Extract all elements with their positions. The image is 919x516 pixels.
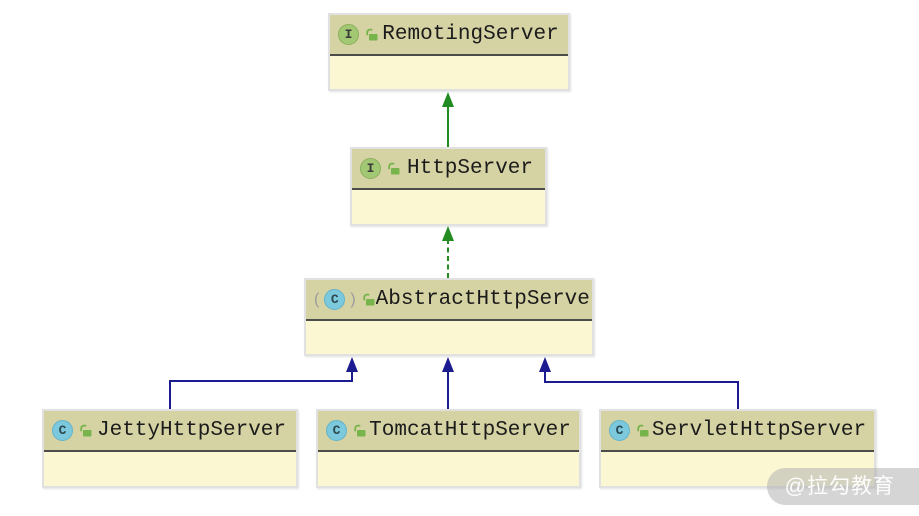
watermark-badge: @拉勾教育 bbox=[766, 468, 919, 505]
edge-extends-jettyhttpserver-abstracthttpserver bbox=[169, 357, 358, 409]
edge-extends-servlethttpserver-abstracthttpserver bbox=[539, 357, 739, 409]
node-icons: C bbox=[52, 420, 93, 441]
edge-extends-httpserver-remotingserver bbox=[442, 92, 454, 147]
node-header: I HttpServer bbox=[352, 149, 545, 190]
node-label: ServletHttpServer bbox=[651, 419, 867, 442]
node-label: HttpServer bbox=[406, 157, 534, 180]
open-lock-icon bbox=[362, 293, 375, 306]
node-body bbox=[44, 452, 296, 486]
open-lock-icon bbox=[354, 424, 366, 437]
open-lock-icon bbox=[366, 28, 378, 41]
node-header: I RemotingServer bbox=[330, 15, 568, 56]
edge-implements-abstracthttpserver-httpserver bbox=[442, 226, 454, 278]
uml-node-remotingserver[interactable]: I RemotingServer bbox=[328, 13, 570, 91]
open-lock-icon bbox=[637, 424, 649, 437]
node-label: AbstractHttpServer bbox=[375, 288, 592, 311]
interface-icon: I bbox=[360, 158, 381, 179]
class-icon: C bbox=[52, 420, 73, 441]
node-icons: I bbox=[360, 158, 401, 179]
node-label: JettyHttpServer bbox=[96, 419, 287, 442]
node-header: ( C ) AbstractHttpServer bbox=[306, 280, 592, 321]
interface-icon: I bbox=[338, 24, 359, 45]
node-header: C ServletHttpServer bbox=[601, 411, 874, 452]
uml-node-httpserver[interactable]: I HttpServer bbox=[350, 147, 547, 226]
node-icons: C bbox=[326, 420, 367, 441]
node-body bbox=[330, 56, 568, 89]
uml-node-abstracthttpserver[interactable]: ( C ) AbstractHttpServer bbox=[304, 278, 594, 356]
node-body bbox=[306, 321, 592, 354]
uml-node-jettyhttpserver[interactable]: C JettyHttpServer bbox=[42, 409, 298, 488]
abstract-class-icon: C bbox=[324, 289, 346, 310]
node-body bbox=[318, 452, 579, 486]
open-lock-icon bbox=[388, 162, 400, 175]
abstract-class-paren: ) bbox=[350, 291, 356, 308]
abstract-class-paren: ( bbox=[314, 291, 320, 308]
node-label: RemotingServer bbox=[382, 23, 559, 46]
open-lock-icon bbox=[80, 424, 92, 437]
node-icons: C bbox=[609, 420, 650, 441]
node-icons: I bbox=[338, 24, 379, 45]
node-header: C JettyHttpServer bbox=[44, 411, 296, 452]
class-icon: C bbox=[326, 420, 347, 441]
node-icons: ( C ) bbox=[314, 289, 376, 310]
node-label: TomcatHttpServer bbox=[369, 419, 571, 442]
node-body bbox=[352, 190, 545, 224]
class-icon: C bbox=[609, 420, 630, 441]
node-header: C TomcatHttpServer bbox=[318, 411, 579, 452]
edge-extends-tomcathttpserver-abstracthttpserver bbox=[442, 357, 454, 409]
uml-node-tomcathttpserver[interactable]: C TomcatHttpServer bbox=[316, 409, 581, 488]
